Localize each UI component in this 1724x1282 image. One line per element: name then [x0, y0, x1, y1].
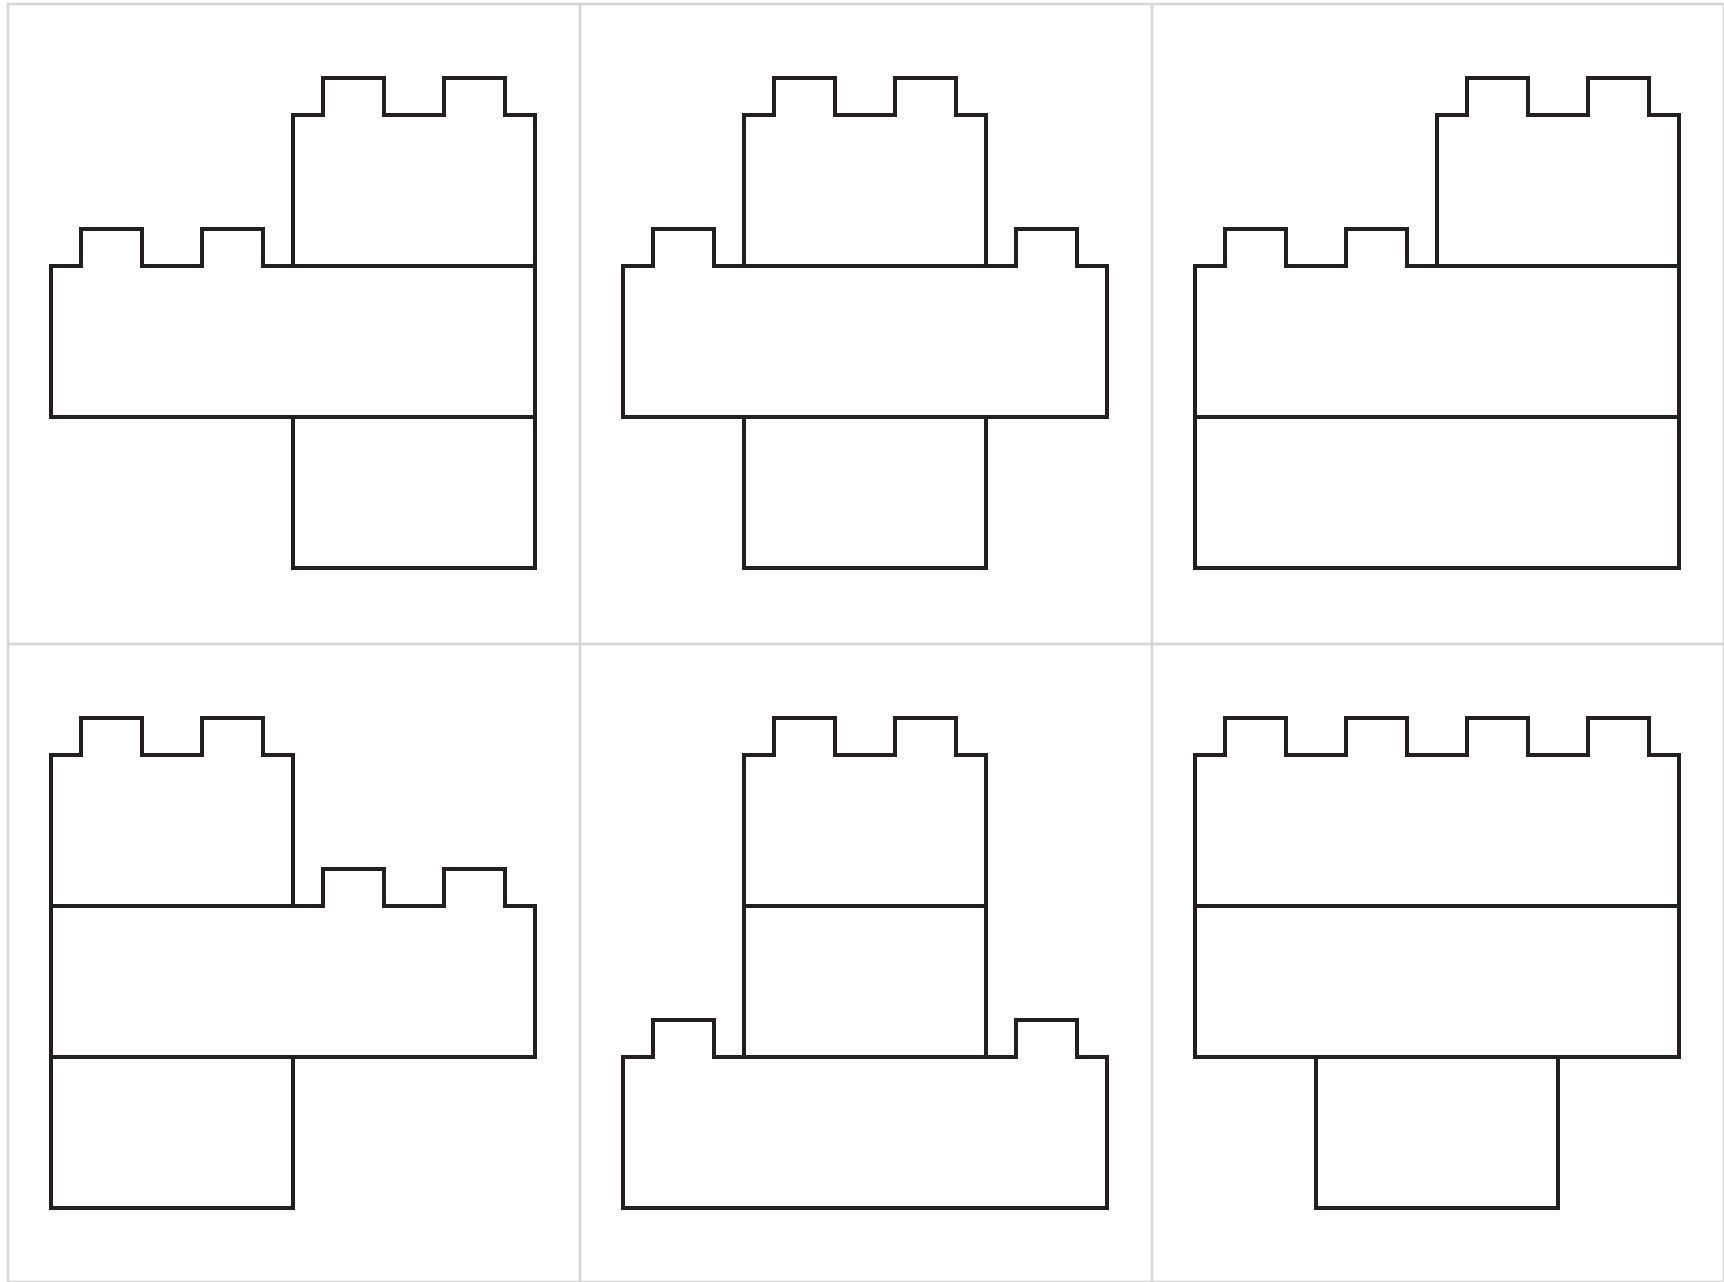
card-5	[623, 718, 1107, 1208]
brick-1x	[744, 78, 986, 266]
card-6	[1195, 718, 1679, 1208]
card-2	[623, 78, 1107, 568]
card-3	[1195, 78, 1679, 568]
brick-1x	[1437, 78, 1679, 266]
brick-1x	[293, 78, 535, 266]
brick-2x	[1195, 718, 1679, 906]
brick-1x	[51, 718, 293, 906]
card-1	[51, 78, 535, 568]
brick-1x	[744, 718, 986, 906]
card-4	[51, 718, 535, 1208]
